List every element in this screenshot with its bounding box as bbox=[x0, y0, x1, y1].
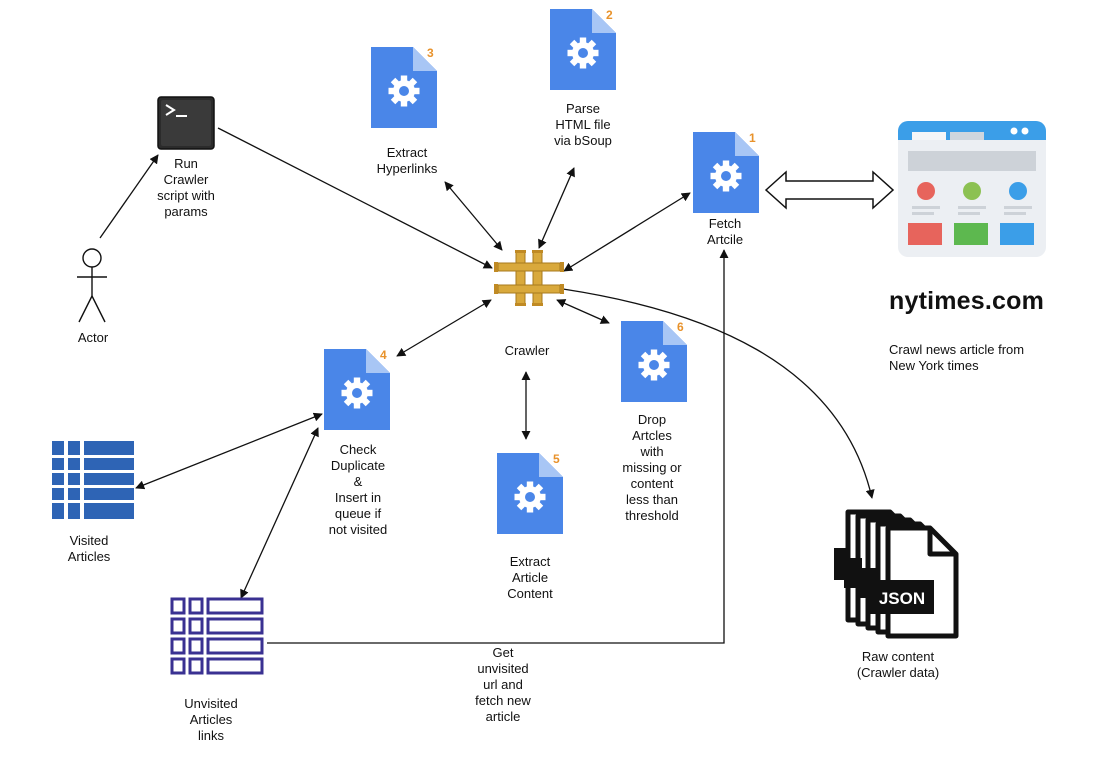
step1-number: 1 bbox=[749, 131, 756, 145]
crawler-gateway-icon bbox=[494, 250, 564, 306]
gear-document-icon-step2: 2 bbox=[550, 8, 616, 90]
edge-step4-visited bbox=[135, 412, 323, 490]
edge-crawler-step3 bbox=[444, 181, 503, 251]
gear-document-icon-step3: 3 bbox=[371, 46, 437, 128]
edge-queue-to-fetch bbox=[267, 249, 729, 644]
step1-label: Fetch Artcile bbox=[706, 216, 744, 247]
terminal-icon bbox=[157, 96, 215, 150]
step6-label: Drop Artcles with missing or content les… bbox=[622, 412, 682, 523]
step3-number: 3 bbox=[427, 46, 434, 60]
unvisited-table-icon bbox=[170, 597, 264, 675]
step5-label: Extract Article Content bbox=[507, 554, 553, 601]
edge-crawler-step4 bbox=[396, 299, 492, 357]
step2-label: Parse HTML file via bSoup bbox=[554, 101, 612, 148]
actor-label: Actor bbox=[77, 330, 109, 345]
edge-crawler-step6 bbox=[556, 299, 610, 324]
gear-document-icon-step5: 5 bbox=[497, 452, 563, 534]
edge-step4-unvisited bbox=[240, 427, 319, 599]
step3-label: Extract Hyperlinks bbox=[376, 145, 438, 176]
edge-actor-to-script bbox=[99, 154, 159, 239]
step4-label: Check Duplicate & Insert in queue if not… bbox=[328, 442, 388, 537]
gear-document-icon-step4: 4 bbox=[324, 348, 390, 430]
gear-document-icon-step1: 1 bbox=[693, 131, 759, 213]
step4-number: 4 bbox=[380, 348, 387, 362]
edge-crawler-step2 bbox=[538, 167, 575, 249]
step2-number: 2 bbox=[606, 8, 613, 22]
actor-stick-figure-icon bbox=[77, 248, 107, 323]
edge-fetch-website-double-arrow bbox=[764, 170, 895, 210]
visited-table-icon bbox=[52, 441, 134, 519]
step5-number: 5 bbox=[553, 452, 560, 466]
json-files-icon: JSON bbox=[834, 508, 960, 640]
gear-document-icon-step6: 6 bbox=[621, 320, 687, 402]
run-script-label: Run Crawler script with params bbox=[157, 156, 215, 219]
raw-content-label: Raw content (Crawler data) bbox=[856, 649, 940, 680]
edge-crawler-step1 bbox=[563, 192, 691, 272]
edge-crawler-to-raw bbox=[562, 288, 875, 499]
step6-number: 6 bbox=[677, 320, 684, 334]
website-description: Crawl news article from New York times bbox=[889, 342, 1025, 373]
crawler-label: Crawler bbox=[504, 343, 550, 358]
browser-window-icon bbox=[898, 121, 1046, 257]
queue-loop-label: Get unvisited url and fetch new article bbox=[475, 645, 531, 724]
website-title: nytimes.com bbox=[889, 287, 1045, 315]
visited-label: Visited Articles bbox=[67, 533, 111, 564]
json-file-text: JSON bbox=[879, 589, 925, 608]
unvisited-label: Unvisited Articles links bbox=[184, 696, 238, 743]
